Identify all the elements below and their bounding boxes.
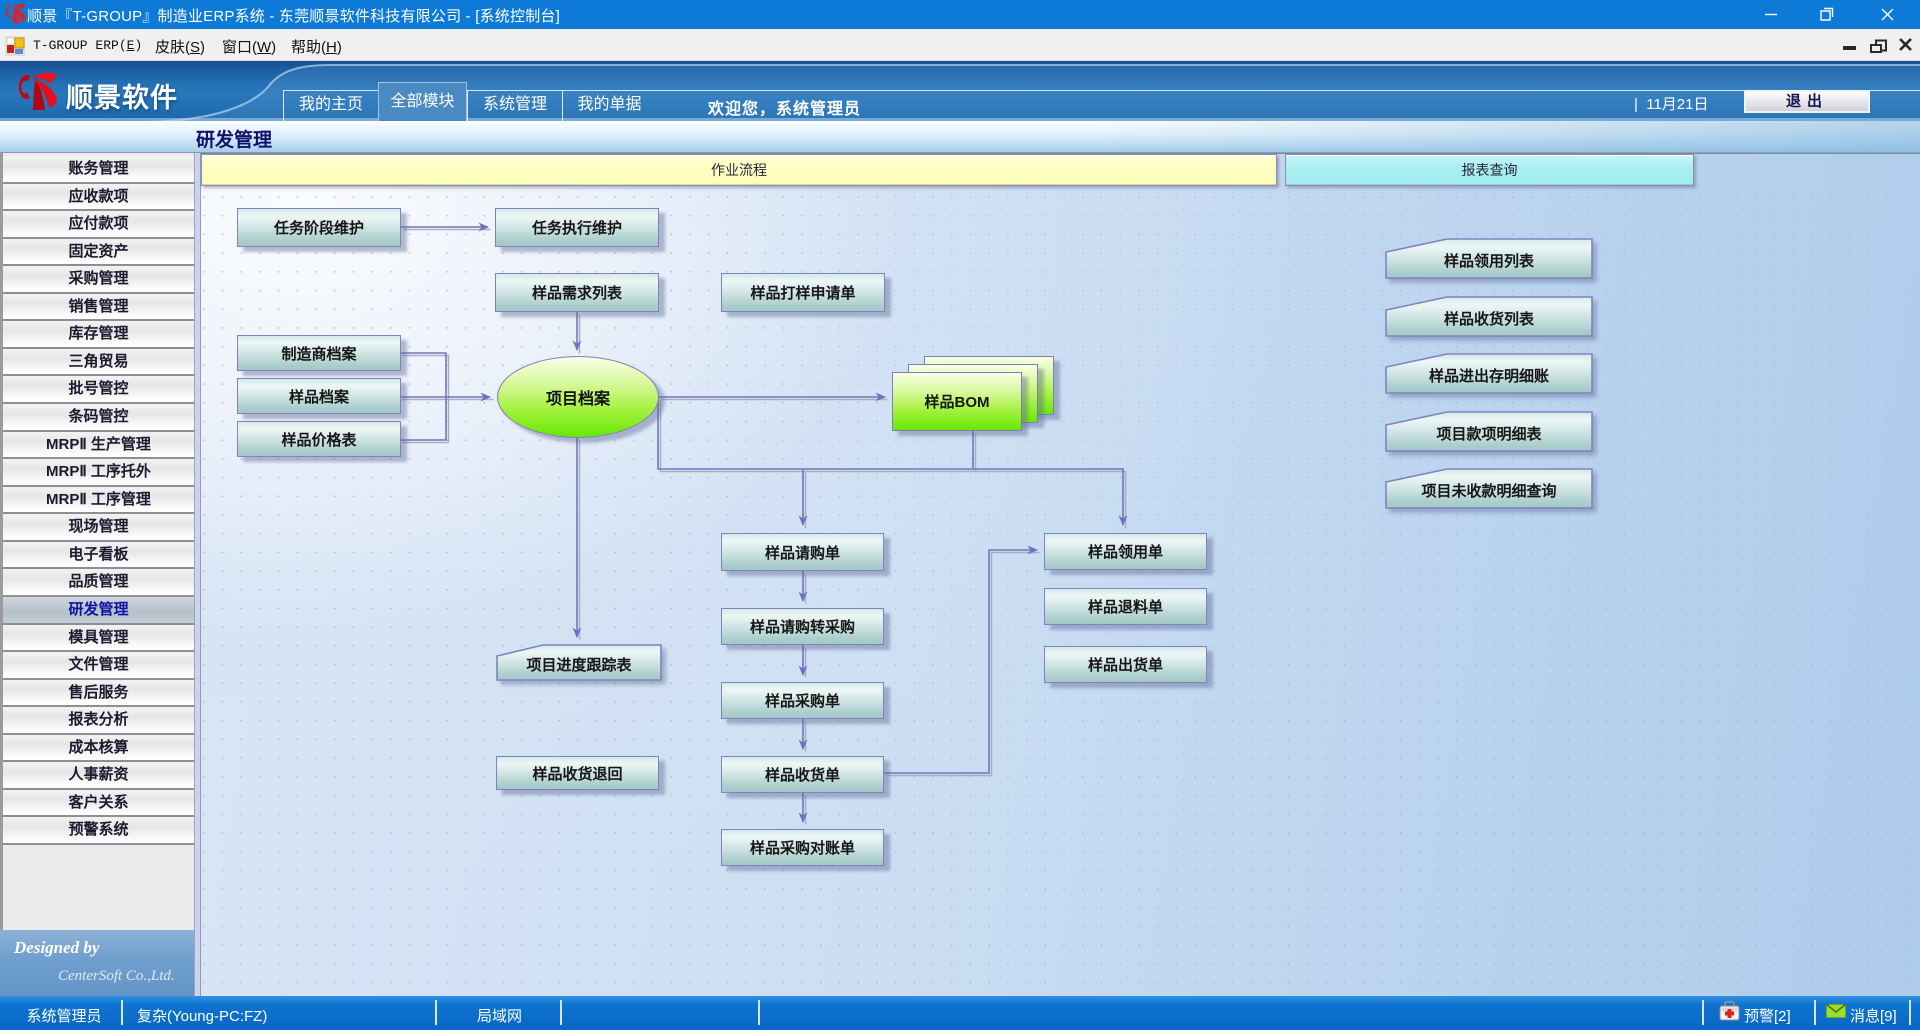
svg-text:样品收货列表: 样品收货列表 bbox=[1444, 310, 1535, 328]
svg-text:项目未收款明细查询: 项目未收款明细查询 bbox=[1421, 482, 1556, 500]
svg-text:样品进出存明细账: 样品进出存明细账 bbox=[1429, 367, 1549, 385]
svg-text:样品领用列表: 样品领用列表 bbox=[1444, 252, 1535, 270]
svg-text:项目进度跟踪表: 项目进度跟踪表 bbox=[526, 656, 632, 674]
svg-text:项目款项明细表: 项目款项明细表 bbox=[1436, 425, 1542, 443]
